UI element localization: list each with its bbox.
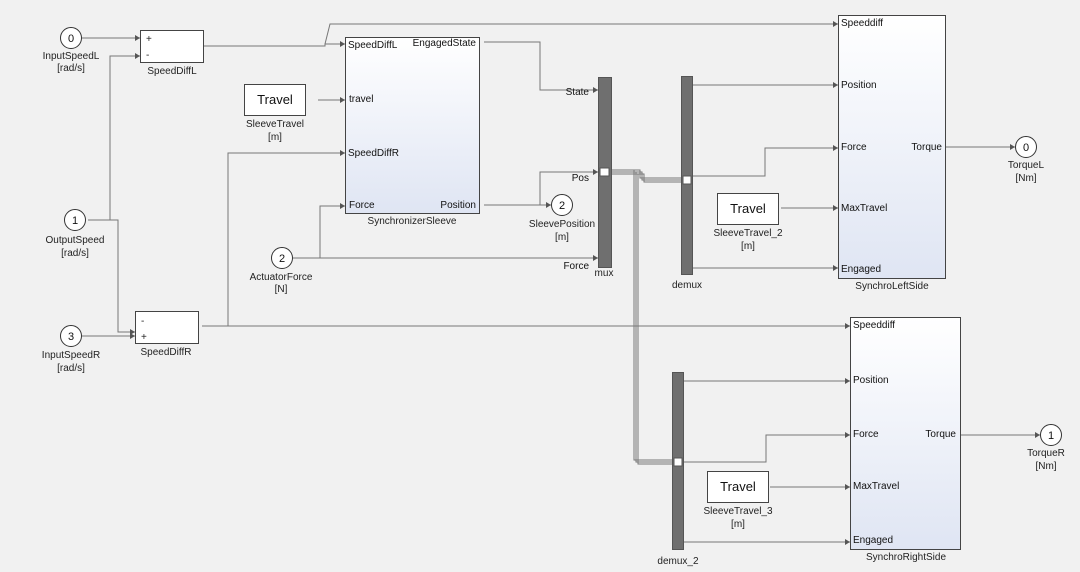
- sleevetravel2-unit: [m]: [741, 241, 755, 252]
- inport-actuatorforce[interactable]: 2: [271, 247, 293, 269]
- inport-outputspeed-name: OutputSpeed: [45, 235, 105, 246]
- outport-torquel[interactable]: 0: [1015, 136, 1037, 158]
- inport-outputspeed[interactable]: 1: [64, 209, 86, 231]
- synchrorightside-block[interactable]: [850, 317, 961, 550]
- sleeve-out-position: Position: [440, 200, 476, 211]
- sleeve-in-force: Force: [349, 200, 375, 211]
- outport-sleeveposition-unit: [m]: [555, 232, 569, 243]
- speeddiffr-sign-plus: +: [141, 332, 147, 343]
- inport-outputspeed-unit: [rad/s]: [61, 248, 89, 259]
- left-in-position: Position: [841, 80, 877, 91]
- speeddiffl-label: SpeedDiffL: [147, 66, 197, 77]
- demux2-bar[interactable]: [672, 372, 684, 550]
- mux-label: mux: [594, 268, 614, 279]
- inport-actuatorforce-name: ActuatorForce: [249, 272, 313, 283]
- outport-torquer-name: TorqueR: [1027, 448, 1065, 459]
- wire-demux-force: [693, 147, 838, 177]
- wire-engaged-state: [484, 41, 598, 91]
- right-in-position: Position: [853, 375, 889, 386]
- speeddiffr-label: SpeedDiffR: [140, 347, 192, 358]
- right-out-torque: Torque: [925, 429, 956, 440]
- right-in-force: Force: [853, 429, 879, 440]
- sleevetravel2-block[interactable]: Travel: [717, 193, 779, 225]
- sleevetravel3-block[interactable]: Travel: [707, 471, 769, 503]
- speeddiffl-sign-minus: -: [146, 50, 150, 61]
- wire-speeddiffl-left: [324, 23, 838, 45]
- inport-inputspeedl[interactable]: 0: [60, 27, 82, 49]
- sleevetravel-unit: [m]: [268, 132, 282, 143]
- sleeve-in-speeddiffr: SpeedDiffR: [348, 148, 399, 159]
- speeddiffl-block[interactable]: + -: [140, 30, 204, 63]
- demux2-label: demux_2: [657, 556, 699, 567]
- mux-bar[interactable]: [598, 77, 612, 268]
- inport-inputspeedr-unit: [rad/s]: [57, 363, 85, 374]
- wire-speeddiffr-sleeve: [202, 152, 345, 327]
- mux-in-pos: Pos: [571, 173, 589, 184]
- right-in-speeddiff: Speeddiff: [853, 320, 896, 331]
- left-in-speeddiff: Speeddiff: [841, 18, 884, 29]
- sleevetravel2-name: SleeveTravel_2: [713, 228, 783, 239]
- synchrorightside-label: SynchroRightSide: [865, 552, 947, 563]
- wire-outputspeed-l: [88, 55, 140, 221]
- speeddiffr-block[interactable]: - +: [135, 311, 199, 344]
- inport-inputspeedl-unit: [rad/s]: [57, 63, 85, 74]
- sleevetravel-block[interactable]: Travel: [244, 84, 306, 116]
- wire-demux2-force: [684, 434, 850, 463]
- synchronizersleeve-block[interactable]: [345, 37, 480, 214]
- outport-torquer[interactable]: 1: [1040, 424, 1062, 446]
- inport-actuatorforce-unit: [N]: [274, 284, 288, 295]
- wire-speeddiffl-sleeve: [204, 43, 345, 47]
- sleevetravel-name: SleeveTravel: [246, 119, 304, 130]
- demux-bar[interactable]: [681, 76, 693, 275]
- speeddiffl-sign-plus: +: [146, 34, 152, 45]
- mux-in-state: State: [565, 87, 589, 98]
- left-in-maxtravel: MaxTravel: [841, 203, 888, 214]
- left-out-torque: Torque: [911, 142, 942, 153]
- synchroleftside-block[interactable]: [838, 15, 946, 279]
- left-in-force: Force: [841, 142, 867, 153]
- outport-torquel-unit: [Nm]: [1015, 173, 1037, 184]
- inport-inputspeedl-name: InputSpeedL: [42, 51, 100, 62]
- wire-outputspeed-r: [110, 219, 135, 333]
- inport-inputspeedr-name: InputSpeedR: [41, 350, 101, 361]
- inport-inputspeedr[interactable]: 3: [60, 325, 82, 347]
- outport-torquer-unit: [Nm]: [1035, 461, 1057, 472]
- sleeve-in-travel: travel: [349, 94, 374, 105]
- left-in-engaged: Engaged: [841, 264, 882, 275]
- mux-in-force: Force: [563, 261, 589, 272]
- wire-actuator-force: [293, 205, 345, 259]
- sleeve-in-speeddiffl: SpeedDiffL: [348, 40, 398, 51]
- synchroleftside-label: SynchroLeftSide: [855, 281, 929, 292]
- synchronizersleeve-label: SynchronizerSleeve: [367, 216, 457, 227]
- demux-label: demux: [671, 280, 702, 291]
- outport-sleeveposition-name: SleevePosition: [528, 219, 596, 230]
- sleevetravel3-unit: [m]: [731, 519, 745, 530]
- speeddiffr-sign-minus: -: [141, 316, 145, 327]
- right-in-maxtravel: MaxTravel: [853, 481, 900, 492]
- outport-torquel-name: TorqueL: [1007, 160, 1045, 171]
- right-in-engaged: Engaged: [853, 535, 894, 546]
- sleevetravel3-name: SleeveTravel_3: [703, 506, 773, 517]
- outport-sleeveposition[interactable]: 2: [551, 194, 573, 216]
- sleeve-out-engagedstate: EngagedState: [412, 38, 476, 49]
- wire-position-mux: [539, 171, 598, 205]
